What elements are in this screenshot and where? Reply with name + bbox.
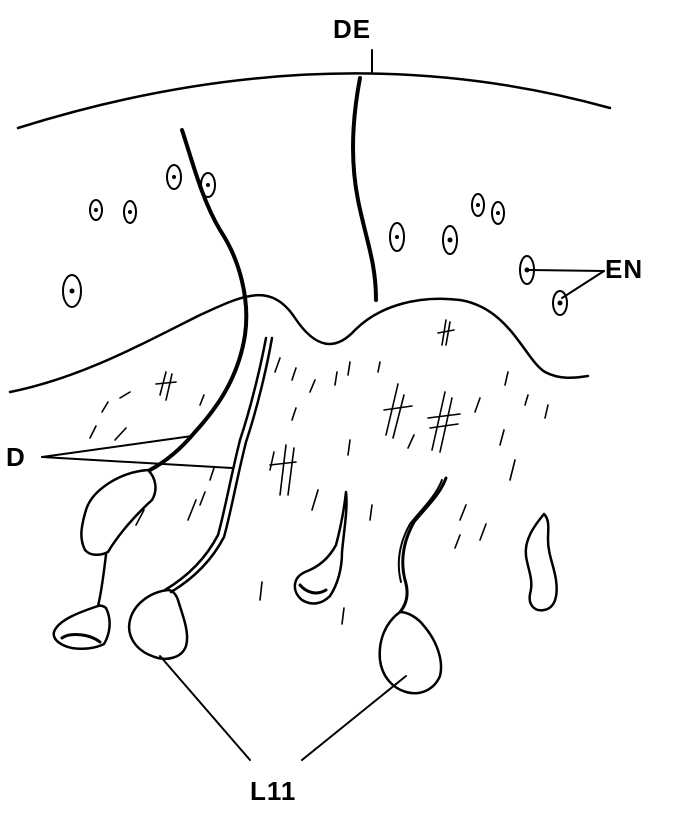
- label-l11: L11: [250, 778, 296, 804]
- bulb-cell: [81, 470, 155, 555]
- cell: [492, 202, 504, 224]
- l11-leader-right: [302, 676, 406, 760]
- cell: [443, 226, 457, 254]
- cell: [472, 194, 484, 216]
- bulb-opening: [62, 635, 100, 642]
- cell: [390, 223, 404, 251]
- bulb-process: [400, 478, 446, 612]
- bulb-cell: [380, 612, 441, 693]
- cell: [124, 201, 136, 223]
- l11-leader-left: [160, 656, 250, 760]
- l11-cell-group: [54, 470, 557, 693]
- en-leader-lower: [562, 271, 604, 298]
- en-leader-upper: [530, 270, 604, 271]
- bulb-cell: [129, 590, 187, 659]
- bulb-process: [98, 555, 106, 606]
- d-leader-lower: [42, 457, 232, 468]
- cell: [553, 291, 567, 315]
- cell-group: [63, 165, 567, 315]
- d-leader-upper: [42, 436, 192, 457]
- bulb-opening: [300, 585, 326, 593]
- elongated-cell: [526, 514, 557, 610]
- outer-arc: [18, 73, 610, 128]
- cell: [90, 200, 102, 220]
- label-d: D: [6, 444, 26, 470]
- central-dendrite: [353, 78, 376, 300]
- layer-boundary: [10, 295, 588, 392]
- label-en: EN: [605, 256, 643, 282]
- cell: [63, 275, 81, 307]
- cell: [201, 173, 215, 197]
- cell: [167, 165, 181, 189]
- label-de: DE: [333, 16, 371, 42]
- fiber-hatching: [90, 320, 548, 624]
